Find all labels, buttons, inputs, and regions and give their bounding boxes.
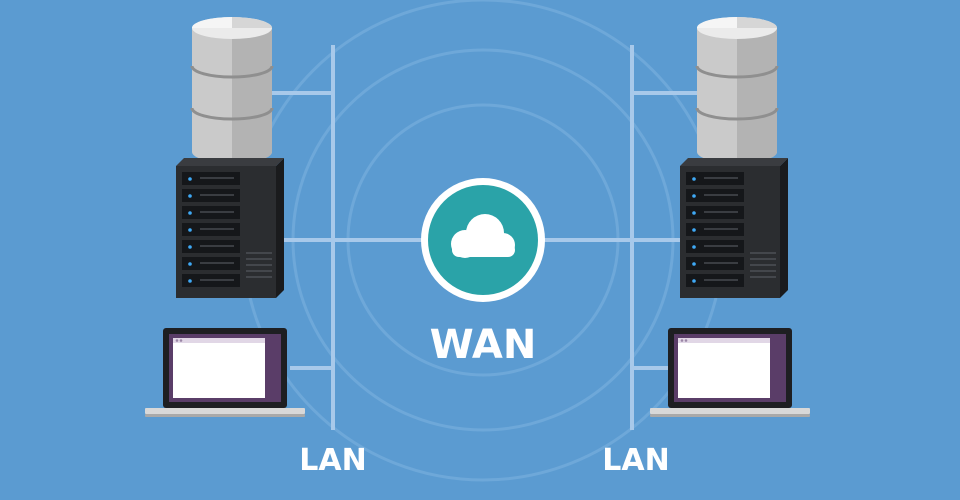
laptop-icon — [650, 328, 810, 417]
database-icon — [695, 15, 779, 165]
cloud-icon — [451, 214, 515, 258]
laptop-icon — [145, 328, 305, 417]
lan-left-label: LAN — [299, 443, 366, 478]
wan-node — [421, 178, 545, 302]
server-rack-icon — [176, 158, 284, 298]
wan-label: WAN — [430, 322, 537, 368]
server-rack-icon — [680, 158, 788, 298]
lan-right-label: LAN — [602, 443, 669, 478]
network-lines — [270, 45, 700, 430]
database-icon — [190, 15, 274, 165]
